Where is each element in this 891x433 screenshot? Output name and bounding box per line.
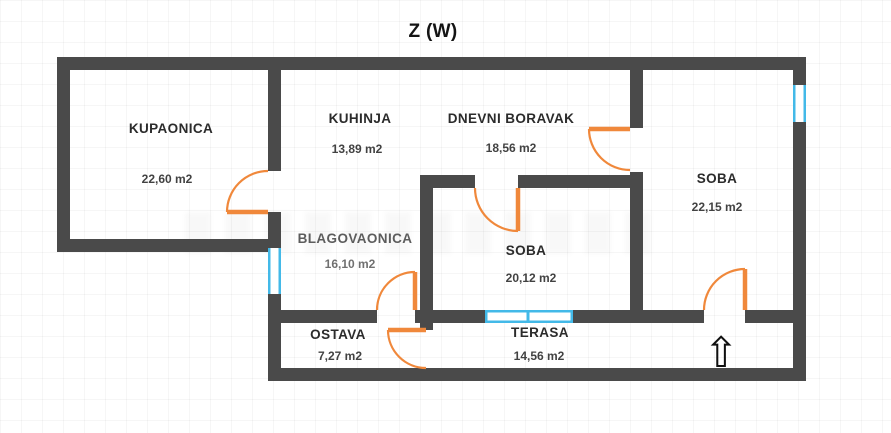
room-name-terasa: TERASA — [511, 325, 569, 340]
window-terasa — [485, 310, 573, 323]
room-area-kupaonica: 22,60 m2 — [142, 172, 193, 186]
room-name-dnevni-boravak: DNEVNI BORAVAK — [448, 111, 575, 126]
room-area-blagovaonica: 16,10 m2 — [325, 257, 376, 271]
wall-c-4 — [745, 310, 806, 323]
wall-c-3 — [573, 310, 704, 323]
wall-right-upper — [793, 57, 806, 85]
walls — [57, 57, 806, 381]
room-area-soba-middle: 20,12 m2 — [506, 271, 557, 285]
wall-soba-top-left — [420, 175, 475, 188]
wall-kupaonica-bottom — [57, 239, 281, 252]
north-arrow-icon: ⇧ — [703, 328, 738, 377]
door-soba-terasa — [702, 267, 748, 311]
room-area-ostava: 7,27 m2 — [318, 349, 362, 363]
wall-c-1 — [268, 310, 377, 323]
wall-b-upper — [630, 57, 643, 128]
wall-b-lower — [630, 172, 643, 323]
room-area-kuhinja: 13,89 m2 — [332, 142, 383, 156]
plan-title: Z (W) — [409, 21, 458, 42]
wall-right-lower — [793, 122, 806, 381]
room-area-terasa: 14,56 m2 — [514, 349, 565, 363]
wall-soba-top-right — [518, 175, 643, 188]
wall-d-lower — [420, 323, 433, 330]
wall-d-upper — [420, 188, 433, 310]
room-name-blagovaonica: BLAGOVAONICA — [298, 231, 413, 246]
windows — [268, 85, 806, 323]
doors — [225, 126, 748, 370]
room-name-kupaonica: KUPAONICA — [129, 121, 213, 136]
wall-a-mid — [268, 212, 281, 248]
wall-left — [57, 57, 70, 252]
room-name-soba-middle: SOBA — [506, 243, 547, 258]
door-kupaonica — [225, 169, 269, 215]
window-right — [793, 85, 806, 122]
room-area-soba-right: 22,15 m2 — [692, 200, 743, 214]
door-ostava-terasa — [386, 327, 427, 370]
door-blagovaonica-ostava — [375, 270, 418, 311]
room-name-ostava: OSTAVA — [310, 327, 366, 342]
wall-a-upper — [268, 57, 281, 171]
wall-top — [57, 57, 806, 70]
wall-c-2 — [415, 310, 485, 323]
room-name-kuhinja: KUHINJA — [329, 111, 392, 126]
window-left — [268, 248, 281, 294]
door-soba-right — [587, 126, 631, 172]
wall-bottom — [268, 368, 806, 381]
wall-a-lower — [268, 294, 281, 381]
room-area-dnevni-boravak: 18,56 m2 — [486, 141, 537, 155]
labels: Z (W) KUPAONICA 22,60 m2 KUHINJA 13,89 m… — [129, 21, 743, 377]
door-soba-middle — [473, 187, 521, 233]
room-name-soba-right: SOBA — [697, 171, 738, 186]
